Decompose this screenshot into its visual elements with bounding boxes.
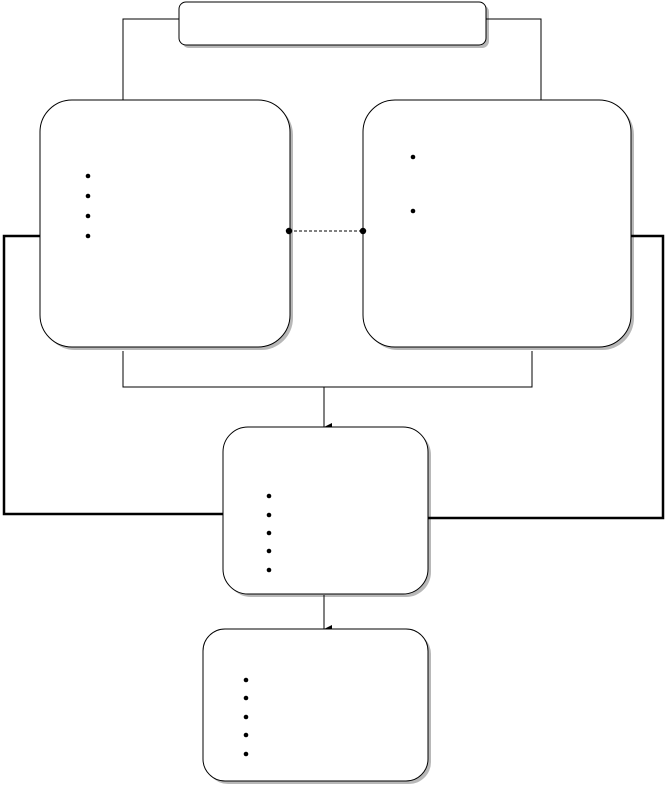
bullet — [243, 732, 249, 738]
middle-box-node — [222, 426, 429, 595]
bottom-box-bullets — [243, 677, 249, 757]
dashed-link — [285, 227, 367, 235]
bullet — [266, 548, 272, 554]
bullet — [266, 512, 272, 518]
left-feedback-line — [2, 234, 224, 516]
bullet — [266, 530, 272, 536]
bullet — [266, 567, 272, 573]
feedback-loop — [2, 234, 665, 520]
left-box-node — [39, 99, 291, 348]
banner-to-right-connector — [486, 18, 542, 105]
top-banner-node — [178, 1, 487, 46]
link-endpoint — [359, 227, 367, 235]
left-box-bullets — [85, 173, 91, 239]
bullet — [243, 714, 249, 720]
bullet — [410, 208, 416, 214]
bullet — [243, 751, 249, 757]
bullet — [85, 213, 91, 219]
right-box-node — [362, 99, 632, 348]
banner-to-left-connector — [122, 18, 179, 100]
bullet — [410, 154, 416, 160]
bullet — [85, 173, 91, 179]
bullet — [243, 695, 249, 701]
link-endpoint — [285, 227, 293, 235]
right-box-bullets — [410, 154, 416, 214]
banner-connectors — [122, 18, 542, 105]
bottom-box-node — [202, 628, 429, 782]
bullet — [266, 493, 272, 499]
bullet — [85, 233, 91, 239]
bullet — [243, 677, 249, 683]
right-feedback-line — [428, 234, 665, 520]
merge-bracket — [122, 351, 533, 431]
bullet — [85, 193, 91, 199]
middle-box-bullets — [266, 493, 272, 573]
